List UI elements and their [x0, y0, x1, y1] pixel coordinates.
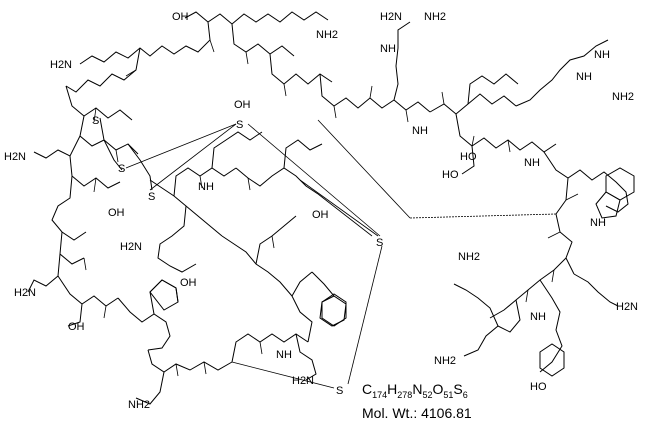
atom-label: OH: [68, 321, 85, 333]
sulfur-label: S: [148, 191, 155, 203]
atom-label: NH2: [316, 29, 338, 41]
formula-count: 278: [397, 389, 413, 400]
atom-label: H2N: [292, 375, 314, 387]
atom-label: NH: [198, 181, 214, 193]
formula-count: 52: [422, 389, 433, 400]
sulfur-label: S: [376, 237, 383, 249]
atom-label: HO: [530, 381, 547, 393]
atom-label: NH: [524, 157, 540, 169]
molecular-weight: Mol. Wt.: 4106.81: [362, 404, 472, 421]
atom-label: NH2: [424, 11, 446, 23]
atom-label: H2N: [50, 59, 72, 71]
atom-label: NH: [576, 71, 592, 83]
atom-label: HO: [442, 169, 459, 181]
atom-label: HO: [460, 151, 477, 163]
atom-label: OH: [180, 277, 197, 289]
sulfur-label: S: [118, 163, 125, 175]
atom-label: NH: [276, 349, 292, 361]
atom-label: NH2: [612, 91, 634, 103]
disulfide-lines: [125, 119, 557, 389]
formula-element: S: [453, 381, 463, 397]
formula-caption: C174H278N52O51S6 Mol. Wt.: 4106.81: [362, 380, 602, 422]
atom-labels: NH2 OH H2N OH NH2 NH NH H2N NH NH2 S S S…: [4, 11, 638, 411]
formula-element: N: [412, 381, 423, 397]
atom-label: NH: [530, 311, 546, 323]
sulfur-label: S: [236, 119, 243, 131]
aromatic-rings: [149, 167, 635, 377]
atom-label: NH: [380, 43, 396, 55]
sulfur-label: S: [336, 385, 343, 397]
formula-count: 6: [462, 389, 468, 400]
atom-label: H2N: [380, 11, 402, 23]
atom-label: NH2: [434, 355, 456, 367]
atom-label: H2N: [120, 241, 142, 253]
atom-label: NH: [594, 49, 610, 61]
molecular-formula: C174H278N52O51S6: [362, 380, 602, 404]
atom-label: H2N: [14, 287, 36, 299]
atom-label: H2N: [616, 301, 638, 313]
formula-element: H: [387, 381, 398, 397]
formula-element: C: [362, 381, 373, 397]
atom-label: NH2: [458, 251, 480, 263]
formula-count: 174: [372, 389, 388, 400]
atom-label: OH: [108, 207, 125, 219]
formula-element: O: [432, 381, 444, 397]
formula-count: 51: [443, 389, 454, 400]
atom-label: NH: [412, 125, 428, 137]
carbonyl-marks: [83, 39, 579, 377]
atom-label: NH: [590, 217, 606, 229]
atom-label: OH: [234, 99, 251, 111]
sulfur-label: S: [92, 115, 99, 127]
atom-label: OH: [172, 11, 189, 23]
atom-label: OH: [312, 209, 329, 221]
atom-label: NH2: [128, 399, 150, 411]
atom-label: H2N: [4, 151, 26, 163]
